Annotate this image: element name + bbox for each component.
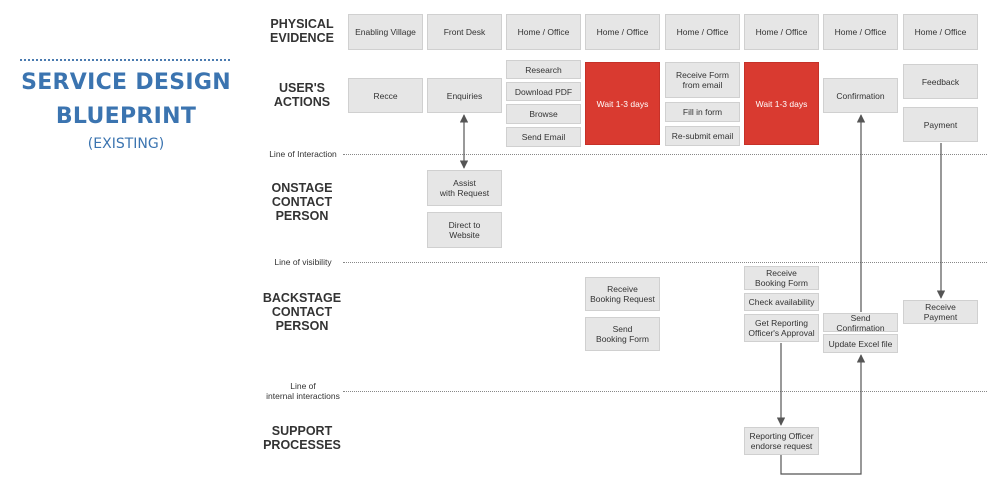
row-label-physical-evidence: PHYSICAL EVIDENCE xyxy=(242,17,362,45)
box-text-line: endorse request xyxy=(750,441,813,451)
action-wait-2: Wait 1-3 days xyxy=(744,62,819,145)
backstage-send-booking-form: Send Booking Form xyxy=(585,317,660,351)
backstage-update-excel: Update Excel file xyxy=(823,334,898,353)
action-enquiries: Enquiries xyxy=(427,78,502,113)
evidence-home-office: Home / Office xyxy=(903,14,978,50)
box-text-line: Officer's Approval xyxy=(748,328,815,338)
title-divider xyxy=(20,59,230,61)
box-text-line: Assist xyxy=(453,178,476,188)
row-label-backstage: BACKSTAGE CONTACT PERSON xyxy=(242,291,362,333)
row-label-line: ONSTAGE xyxy=(271,181,333,195)
box-text-line: Send xyxy=(612,324,633,334)
row-label-onstage: ONSTAGE CONTACT PERSON xyxy=(242,181,362,223)
backstage-receive-booking-request: Receive Booking Request xyxy=(585,277,660,311)
box-text-line: Receive xyxy=(925,302,956,312)
box-text-line: Booking Form xyxy=(596,334,649,344)
backstage-send-confirmation: Send Confirmation xyxy=(823,313,898,333)
line-of-visibility-label: Line of visibility xyxy=(274,257,332,267)
box-text-line: Get Reporting xyxy=(755,318,808,328)
row-label-line: PERSON xyxy=(275,319,329,333)
action-send-email: Send Email xyxy=(506,127,581,147)
box-text-line: Receive xyxy=(766,268,797,278)
evidence-enabling-village: Enabling Village xyxy=(348,14,423,50)
onstage-direct-to-website: Direct to Website xyxy=(427,212,502,248)
row-label-line: EVIDENCE xyxy=(270,31,334,45)
evidence-home-office: Home / Office xyxy=(665,14,740,50)
action-feedback: Feedback xyxy=(903,64,978,99)
row-label-line: BACKSTAGE xyxy=(262,291,342,305)
row-label-users-actions: USER'S ACTIONS xyxy=(242,81,362,109)
action-download-pdf: Download PDF xyxy=(506,82,581,101)
action-recce: Recce xyxy=(348,78,423,113)
row-label-line: PERSON xyxy=(275,209,329,223)
row-label-support: SUPPORT PROCESSES xyxy=(242,424,362,452)
page-subtitle: (EXISTING) xyxy=(87,136,165,152)
action-fill-in-form: Fill in form xyxy=(665,102,740,122)
evidence-home-office: Home / Office xyxy=(823,14,898,50)
line-of-visibility xyxy=(343,262,987,263)
line-of-interaction-label: Line of Interaction xyxy=(269,149,337,159)
line-label-text: Line of xyxy=(290,381,316,391)
box-text-line: Receive xyxy=(607,284,638,294)
row-label-line: PROCESSES xyxy=(263,438,341,452)
backstage-get-approval: Get Reporting Officer's Approval xyxy=(744,314,819,342)
backstage-receive-booking-form: Receive Booking Form xyxy=(744,266,819,290)
backstage-check-availability: Check availability xyxy=(744,293,819,311)
onstage-assist-with-request: Assist with Request xyxy=(427,170,502,206)
box-text-line: Booking Form xyxy=(755,278,808,288)
line-of-internal-interactions xyxy=(343,391,987,392)
box-text-line: Receive Form xyxy=(676,70,729,80)
action-research: Research xyxy=(506,60,581,79)
evidence-home-office: Home / Office xyxy=(506,14,581,50)
row-label-line: CONTACT xyxy=(271,305,333,319)
action-confirmation: Confirmation xyxy=(823,78,898,113)
row-label-line: ACTIONS xyxy=(273,95,331,109)
box-text-line: Website xyxy=(449,230,480,240)
action-resubmit-email: Re-submit email xyxy=(665,126,740,146)
box-text-line: from email xyxy=(682,80,723,90)
evidence-home-office: Home / Office xyxy=(744,14,819,50)
support-reporting-officer-endorse: Reporting Officer endorse request xyxy=(744,427,819,455)
page-title-line-1: SERVICE DESIGN xyxy=(21,70,231,95)
evidence-home-office: Home / Office xyxy=(585,14,660,50)
row-label-line: CONTACT xyxy=(271,195,333,209)
box-text-line: Payment xyxy=(923,312,958,322)
backstage-receive-payment: Receive Payment xyxy=(903,300,978,324)
page-title-line-2: BLUEPRINT xyxy=(55,104,197,129)
action-receive-form: Receive Form from email xyxy=(665,62,740,98)
action-wait-1: Wait 1-3 days xyxy=(585,62,660,145)
line-label-text: internal interactions xyxy=(266,391,340,401)
box-text-line: Direct to xyxy=(448,220,481,230)
box-text-line: Booking Request xyxy=(590,294,655,304)
box-text-line: Reporting Officer xyxy=(749,431,814,441)
arrow-officer-to-update-excel xyxy=(780,354,866,475)
row-label-line: USER'S xyxy=(278,81,326,95)
row-label-line: SUPPORT xyxy=(271,424,333,438)
action-browse: Browse xyxy=(506,104,581,124)
line-of-interaction xyxy=(343,154,987,155)
line-of-internal-interactions-label: Line of internal interactions xyxy=(248,381,358,401)
evidence-front-desk: Front Desk xyxy=(427,14,502,50)
action-payment: Payment xyxy=(903,107,978,142)
box-text-line: with Request xyxy=(439,188,490,198)
row-label-line: PHYSICAL xyxy=(270,17,334,31)
